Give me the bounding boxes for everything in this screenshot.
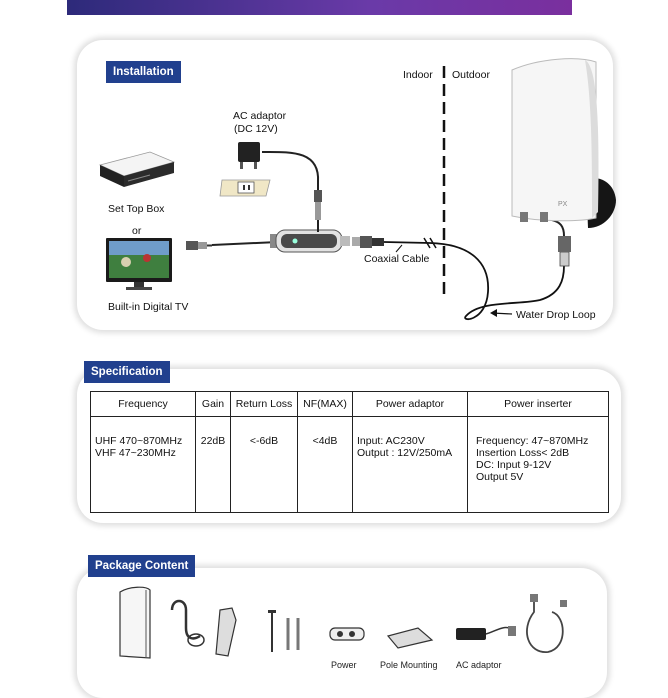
header-frequency: Frequency [90, 391, 196, 417]
ac-adaptor-label: AC adaptor [233, 110, 287, 122]
installation-diagram: PX [98, 58, 616, 321]
built-in-tv-label: Built-in Digital TV [108, 301, 189, 313]
ac-voltage-label: (DC 12V) [234, 123, 278, 135]
coaxial-connector-icon [352, 236, 384, 248]
coaxial-cable-label: Coaxial Cable [364, 253, 430, 265]
set-top-box-icon [98, 151, 176, 187]
cell-return-loss: <-6dB [230, 416, 298, 513]
water-drop-loop-label: Water Drop Loop [516, 309, 596, 321]
header-return-loss: Return Loss [230, 391, 298, 417]
digital-tv-icon [106, 238, 172, 290]
ac-adaptor-item-icon [456, 626, 516, 640]
package-label-power: Power [331, 660, 357, 670]
wall-bracket-icon [170, 599, 205, 647]
indoor-label: Indoor [403, 69, 433, 81]
package-label-ac-adaptor: AC adaptor [456, 660, 502, 670]
cell-power-inserter: Frequency: 47~870MHz Insertion Loss< 2dB… [467, 416, 609, 513]
package-tag: Package Content [88, 555, 196, 577]
specification-table: Frequency Gain Return Loss NF(MAX) Power… [90, 391, 609, 513]
package-label-pole-mounting: Pole Mounting [380, 660, 438, 670]
header-banner [67, 0, 572, 15]
spec-header-row: Frequency Gain Return Loss NF(MAX) Power… [90, 391, 609, 417]
cell-frequency: UHF 470~870MHz VHF 47~230MHz [90, 416, 196, 513]
tv-connector-icon [186, 241, 212, 250]
specification-tag: Specification [84, 361, 170, 383]
or-label: or [132, 225, 142, 237]
set-top-box-label: Set Top Box [108, 203, 165, 215]
antenna-logo: PX [558, 201, 568, 208]
pole-mounting-icon [386, 627, 434, 649]
antenna-item-icon [119, 586, 151, 659]
mounting-clip-icon [215, 607, 237, 657]
package-items [119, 586, 567, 659]
screws-icon [268, 610, 300, 652]
header-gain: Gain [195, 391, 231, 417]
ac-adaptor-icon [219, 142, 271, 197]
spec-data-row: UHF 470~870MHz VHF 47~230MHz 22dB <-6dB … [90, 416, 609, 513]
installation-tag: Installation [106, 61, 181, 83]
power-inserter-icon [270, 229, 350, 253]
power-inserter-item-icon [329, 627, 365, 641]
outdoor-antenna-icon: PX [511, 58, 616, 228]
header-power-inserter: Power inserter [467, 391, 609, 417]
coaxial-cable-item-icon [526, 594, 567, 653]
outdoor-label: Outdoor [452, 69, 490, 81]
cell-power-adaptor: Input: AC230V Output : 12V/250mA [352, 416, 468, 513]
